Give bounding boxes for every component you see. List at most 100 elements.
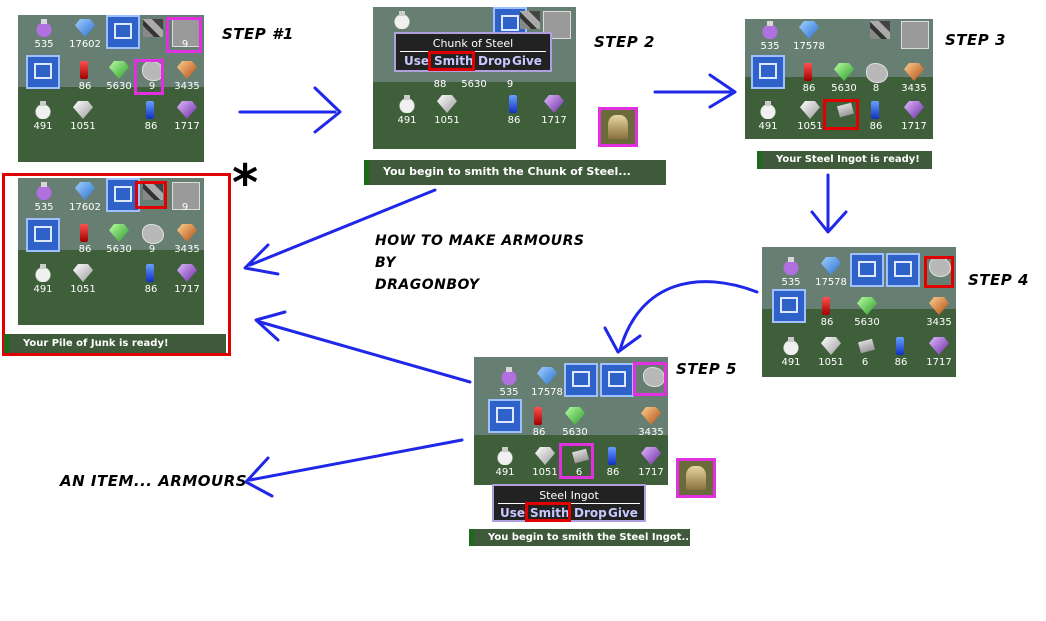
slot-orange-gem[interactable]: 3435 (168, 59, 204, 97)
slot-green-gem[interactable]: 5630 (556, 405, 594, 443)
slot-book[interactable] (562, 363, 600, 401)
slot-rock[interactable]: 9 (133, 222, 171, 260)
slot-white-gem[interactable]: 1051 (428, 93, 466, 131)
slot-green-gem[interactable]: 5630 (100, 59, 138, 97)
slot-white-potion[interactable]: 491 (486, 445, 524, 483)
slot-blue-vial[interactable]: 86 (495, 93, 533, 131)
slot-blue-gem[interactable]: 17602 (66, 180, 104, 218)
blue-book-icon (26, 55, 60, 89)
slot-purple-gem[interactable]: 1717 (920, 335, 956, 373)
slot-orange-gem[interactable]: 3435 (920, 295, 956, 333)
slot-steel-ingot[interactable] (825, 99, 863, 137)
menu-smith[interactable]: Smith (434, 54, 474, 68)
step3-highlight-ingot (823, 99, 859, 130)
title-line-1: HOW TO MAKE ARMOURS (375, 233, 585, 249)
purple-potion-icon (760, 21, 780, 39)
green-gem-icon (857, 297, 877, 315)
slot-white-potion[interactable]: 491 (388, 93, 426, 131)
step5-highlight-rock (633, 362, 667, 396)
slot-red-vial[interactable]: 88 (433, 79, 447, 90)
slot-green-gem[interactable]: 5630 (461, 79, 487, 90)
slot-white-potion[interactable]: 491 (24, 262, 62, 300)
slot-blue-vial[interactable]: 86 (132, 262, 170, 300)
slot-blue-gem[interactable]: 17578 (528, 365, 566, 403)
slot-orange-gem[interactable]: 3435 (168, 222, 204, 260)
slot-purple-gem[interactable]: 1717 (168, 99, 204, 137)
slot-blue-vial[interactable]: 86 (132, 99, 170, 137)
slot-orange-gem[interactable]: 3435 (895, 61, 933, 99)
slot-steel-chunk[interactable]: 9 (166, 180, 204, 218)
slot-book-3[interactable] (486, 399, 524, 437)
slot-potion[interactable] (383, 9, 421, 47)
slot-blue-vial[interactable]: 86 (857, 99, 895, 137)
slot-purple-gem[interactable]: 1717 (168, 262, 204, 300)
slot-junk[interactable] (511, 9, 549, 47)
slot-purple-gem[interactable]: 1717 (895, 99, 933, 137)
slot-white-gem[interactable]: 1051 (791, 99, 829, 137)
slot-blue-vial[interactable]: 86 (882, 335, 920, 373)
slot-white-gem[interactable]: 1051 (64, 99, 102, 137)
slot-red-vial[interactable]: 86 (66, 222, 104, 260)
slot-green-gem[interactable]: 5630 (100, 222, 138, 260)
slot-potion[interactable]: 535 (751, 19, 789, 57)
slot-book[interactable] (104, 178, 142, 216)
slot-blue-vial[interactable]: 86 (594, 445, 632, 483)
slot-potion[interactable]: 535 (490, 365, 528, 403)
slot-book-2[interactable] (598, 363, 636, 401)
slot-potion[interactable]: 535 (25, 17, 63, 55)
slot-red-vial[interactable]: 86 (66, 59, 104, 97)
step2-highlight-smith (428, 51, 475, 71)
slot-book-2[interactable] (24, 55, 62, 93)
green-gem-icon (565, 407, 585, 425)
menu-give[interactable]: Give (608, 506, 638, 520)
slot-junk[interactable] (134, 17, 172, 55)
steel-ingot-icon (837, 102, 854, 118)
slot-steel-chunk[interactable] (895, 19, 933, 57)
blue-book-icon (488, 399, 522, 433)
menu-drop[interactable]: Drop (574, 506, 607, 520)
slot-white-potion[interactable]: 491 (749, 99, 787, 137)
slot-red-vial[interactable]: 86 (808, 295, 846, 333)
slot-white-gem[interactable]: 1051 (812, 335, 850, 373)
slot-book[interactable] (104, 15, 142, 53)
white-gem-icon (535, 447, 555, 465)
slot-book-3[interactable] (770, 289, 808, 327)
red-vial-icon (822, 297, 830, 315)
step2-inventory: 88 5630 9 491 1051 86 1717 (373, 7, 576, 149)
slot-white-potion[interactable]: 491 (772, 335, 810, 373)
slot-potion[interactable]: 535 (772, 255, 810, 293)
slot-white-gem[interactable]: 1051 (64, 262, 102, 300)
slot-purple-gem[interactable]: 1717 (632, 445, 668, 483)
slot-red-vial[interactable]: 86 (790, 61, 828, 99)
step4-inventory: 535 17578 86 5630 3435 491 1051 6 86 171… (762, 247, 956, 377)
slot-book[interactable] (848, 253, 886, 291)
menu-use[interactable]: Use (500, 506, 526, 520)
slot-white-potion[interactable]: 491 (24, 99, 62, 137)
slot-white-gem[interactable]: 1051 (526, 445, 564, 483)
slot-book[interactable] (749, 55, 787, 93)
slot-rock[interactable]: 9 (506, 79, 514, 90)
menu-use[interactable]: Use (404, 54, 430, 68)
slot-purple-gem[interactable]: 1717 (535, 93, 573, 131)
slot-blue-gem[interactable]: 17578 (812, 255, 850, 293)
slot-book-2[interactable] (24, 218, 62, 256)
menu-give[interactable]: Give (512, 54, 542, 68)
slot-potion[interactable]: 535 (25, 180, 63, 218)
slot-red-vial[interactable]: 86 (520, 405, 558, 443)
slot-green-gem[interactable]: 5630 (825, 61, 863, 99)
slot-steel-ingot[interactable]: 6 (846, 335, 884, 373)
menu-smith[interactable]: Smith (530, 506, 570, 520)
slot-junk[interactable] (134, 180, 172, 218)
slot-blue-gem[interactable]: 17578 (790, 19, 828, 57)
slot-green-gem[interactable]: 5630 (848, 295, 886, 333)
slot-rock[interactable]: 8 (857, 61, 895, 99)
slot-orange-gem[interactable]: 3435 (632, 405, 668, 443)
blue-book-icon (564, 363, 598, 397)
slot-blue-gem[interactable]: 17602 (66, 17, 104, 55)
arrow-step2-to-junk (243, 188, 437, 276)
menu-drop[interactable]: Drop (478, 54, 511, 68)
slot-book-2[interactable] (884, 253, 922, 291)
slot-junk[interactable] (861, 19, 899, 57)
slot-steel-ingot[interactable]: 6 (560, 445, 598, 483)
blue-book-icon (751, 55, 785, 89)
